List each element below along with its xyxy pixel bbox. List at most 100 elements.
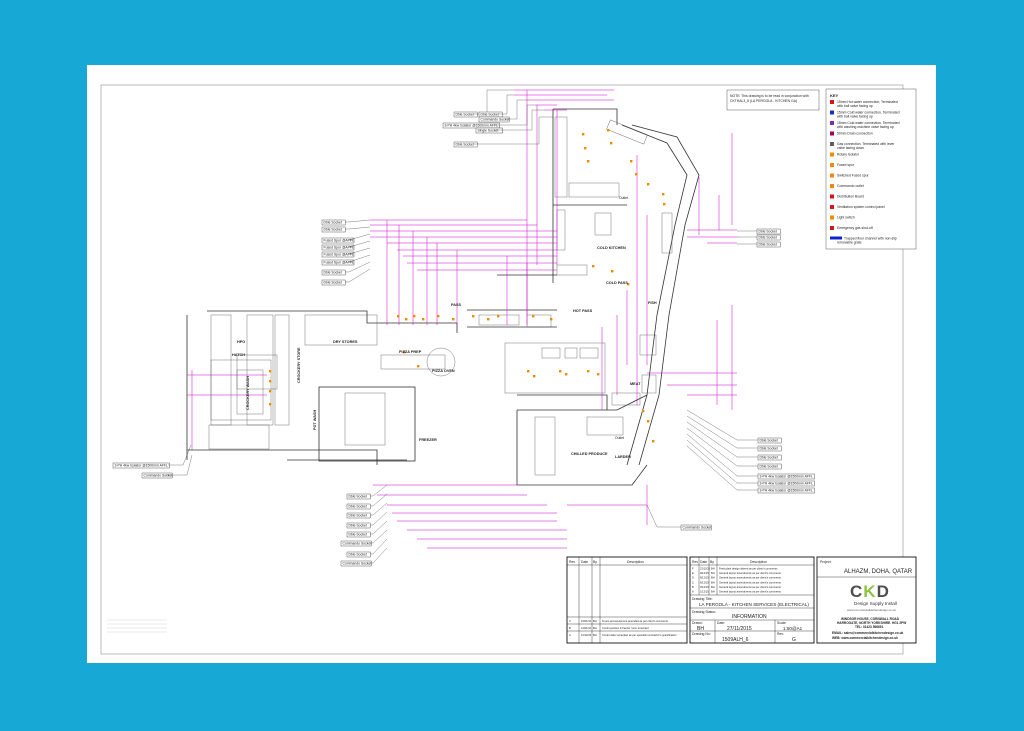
outlet-marker bbox=[533, 375, 536, 378]
outlet-marker bbox=[497, 315, 500, 318]
leader-line bbox=[348, 240, 371, 248]
socket-label-box bbox=[756, 228, 781, 235]
rev2-header-by: By bbox=[710, 560, 714, 564]
socket-label: Dble Socket bbox=[324, 228, 342, 232]
key-item-label: Emergency gas shut-off bbox=[837, 226, 873, 230]
leader-line bbox=[686, 427, 758, 467]
socket-label-box bbox=[757, 480, 815, 487]
rev-header-date: Date bbox=[581, 560, 588, 564]
room-label-dry-stores: DRY STORES bbox=[333, 340, 358, 344]
key-item-label-cont: valve facing down bbox=[837, 146, 864, 150]
socket-label: Fused Spur @AFFL bbox=[324, 239, 354, 243]
project-name: ALHAZM, DOHA, QATAR bbox=[844, 569, 913, 575]
socket-label: Commando Socket bbox=[481, 118, 510, 122]
rotary-isolator-icon bbox=[830, 152, 834, 157]
faint-notes bbox=[107, 619, 167, 633]
rev2-header-date: Date bbox=[700, 560, 707, 564]
outlet-marker bbox=[607, 129, 610, 132]
outlet-marker bbox=[472, 315, 475, 318]
rev2-cell: 1/12/15 bbox=[700, 590, 709, 594]
socket-label-box bbox=[346, 551, 371, 558]
room-label-freezer: FREEZER bbox=[419, 438, 437, 442]
socket-label: Commando Socket bbox=[343, 542, 372, 546]
socket-label-box bbox=[757, 454, 782, 461]
leader-line bbox=[371, 547, 388, 564]
leader-line bbox=[370, 502, 388, 516]
socket-label: Dble Socket bbox=[324, 221, 342, 225]
rev-cell: BH bbox=[593, 626, 597, 630]
cold-water-icon bbox=[830, 110, 834, 115]
leader-line bbox=[166, 454, 193, 476]
outlet-marker bbox=[611, 270, 614, 273]
socket-label-box bbox=[340, 560, 372, 567]
outlet-marker bbox=[437, 315, 440, 318]
outlet-marker bbox=[565, 373, 568, 376]
leader-line bbox=[499, 94, 514, 115]
leader-line bbox=[686, 415, 758, 449]
ventilation-control-icon bbox=[830, 205, 834, 209]
key-item-label: Trapped floor channel with non-slip bbox=[844, 237, 897, 241]
commando-outlet-icon bbox=[830, 184, 834, 188]
socket-label: Dble Socket bbox=[456, 113, 474, 117]
socket-label: Dble Socket bbox=[349, 524, 367, 528]
outlet-marker bbox=[587, 160, 590, 163]
socket-label-box bbox=[321, 251, 355, 258]
outlet-marker bbox=[647, 420, 650, 423]
rev2-cell: F bbox=[692, 567, 694, 571]
room-labels: COLD KITCHEN COLD PASS HOT PASS PASS FIS… bbox=[232, 196, 657, 459]
socket-label-box bbox=[321, 259, 355, 266]
key-item-label: Switched Fused spur bbox=[837, 174, 870, 178]
key-item-label: Fused spur bbox=[837, 163, 855, 167]
socket-label-box bbox=[756, 234, 781, 241]
leader-line bbox=[370, 484, 388, 497]
drawing-sheet: NOTE: This drawing is to be read in conj… bbox=[87, 65, 936, 663]
company-tagline: Design Supply Install bbox=[854, 601, 897, 606]
outlet-marker bbox=[635, 173, 638, 176]
key-item-label: Distribution Board bbox=[837, 195, 864, 199]
outlet-marker bbox=[597, 373, 600, 376]
project-label: Project: bbox=[820, 560, 832, 564]
note-text-2: CKTHAL3_8 (LA PERGOLA - KITCHEN GA) bbox=[730, 99, 797, 103]
rev2-cell: A bbox=[692, 590, 694, 594]
outlet-marker bbox=[584, 147, 587, 150]
leader-line bbox=[345, 219, 371, 223]
scale-value: 1:50@A1 bbox=[783, 626, 803, 631]
leader-line bbox=[686, 433, 758, 477]
socket-label: Commando Socket bbox=[343, 562, 372, 566]
room-label-hot-pass: HOT PASS bbox=[573, 309, 593, 313]
socket-label: Dble Socket bbox=[759, 230, 777, 234]
outlet-marker bbox=[403, 351, 406, 354]
drawing-no-value: 1509ALH_6 bbox=[722, 637, 749, 643]
leader-line bbox=[168, 444, 192, 466]
washing-water-icon bbox=[830, 121, 834, 125]
drawing-status-label: Drawing Status: bbox=[692, 610, 716, 614]
key-item-label: 15mm Cold water connection, Terminated bbox=[837, 121, 900, 125]
rev2-header-rev: Rev bbox=[692, 560, 698, 564]
rev-header-description: Description bbox=[627, 560, 644, 564]
socket-label-box bbox=[321, 269, 346, 276]
room-label-hatch: HATCH bbox=[232, 353, 245, 357]
rev2-cell: BH bbox=[711, 580, 715, 584]
note-box: NOTE: This drawing is to be read in conj… bbox=[726, 89, 820, 111]
key-item-label: Ventilation system control panel bbox=[837, 205, 885, 209]
socket-label: Dble Socket bbox=[324, 281, 342, 285]
gas-icon bbox=[830, 142, 834, 146]
key-panel: KEY 15mm Hot water connection, Terminate… bbox=[825, 88, 917, 250]
outlet-marker bbox=[592, 265, 595, 268]
outlet-marker bbox=[422, 318, 425, 321]
rev-cell: BH bbox=[593, 619, 597, 623]
drawing-border bbox=[100, 84, 904, 655]
distribution-board-icon bbox=[830, 194, 834, 199]
socket-label-box bbox=[442, 122, 500, 129]
outlet-label-a: Outlet bbox=[619, 196, 628, 200]
rev-header-rev: Rev bbox=[569, 560, 575, 564]
rev2-cell: BH bbox=[711, 571, 715, 575]
socket-label-box bbox=[321, 244, 355, 251]
room-label-hpo: HPO bbox=[237, 340, 245, 344]
rev-header-by: By bbox=[593, 560, 597, 564]
leader-line bbox=[507, 99, 527, 120]
note-text-1: NOTE: This drawing is to be read in conj… bbox=[730, 94, 809, 98]
company-tel: TEL: 01423 566691 bbox=[855, 625, 884, 629]
socket-label-box bbox=[453, 111, 478, 118]
